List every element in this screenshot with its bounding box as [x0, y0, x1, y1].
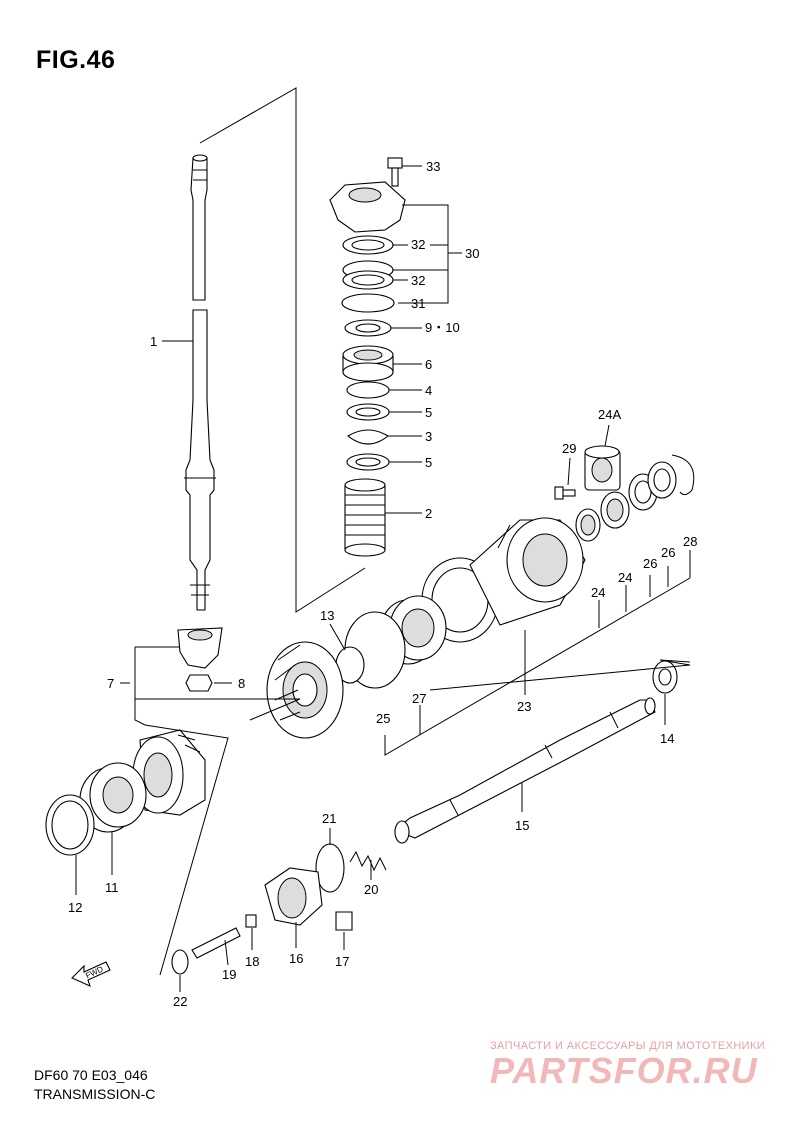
callout-24-left: 24	[591, 585, 605, 600]
reverse-gear	[266, 641, 344, 739]
callout-3: 3	[425, 429, 432, 444]
callout-21: 21	[322, 811, 336, 826]
bolt-29	[554, 486, 576, 500]
callout-4: 4	[425, 383, 432, 398]
callout-labels: 33 32 30 32 31 9・10 6 4 5 3 5 2 1 24A 29…	[68, 159, 697, 1009]
figure-code: DF60 70 E03_046	[34, 1067, 148, 1083]
callout-28: 28	[683, 534, 697, 549]
drive-shaft-part	[184, 154, 216, 611]
pinion-gear	[177, 627, 223, 669]
callout-20: 20	[364, 882, 378, 897]
callout-22: 22	[173, 994, 187, 1009]
pinion-stack-parts	[329, 157, 406, 557]
callout-13: 13	[320, 608, 334, 623]
callout-25: 25	[376, 711, 390, 726]
watermark-tagline: ЗАПЧАСТИ И АКСЕССУАРЫ ДЛЯ МОТОТЕХНИКИ	[490, 1040, 766, 1052]
callout-5-lower: 5	[425, 455, 432, 470]
callout-1: 1	[150, 334, 157, 349]
shaft-group-bracket	[199, 87, 366, 613]
ring-21	[315, 843, 345, 893]
callout-16: 16	[289, 951, 303, 966]
callout-12: 12	[68, 900, 82, 915]
callout-6: 6	[425, 357, 432, 372]
callout-30: 30	[465, 246, 479, 261]
callout-11: 11	[105, 880, 119, 895]
callout-17: 17	[335, 954, 349, 969]
callout-31: 31	[411, 296, 425, 311]
spring-20	[349, 850, 387, 872]
ring-12	[45, 794, 95, 856]
propeller-shaft	[393, 697, 656, 844]
figure-title: FIG.46	[36, 46, 116, 74]
bearing-housing-part	[421, 517, 586, 643]
callout-24a: 24A	[598, 407, 621, 422]
watermark-logo: PARTSFOR.RU	[490, 1050, 758, 1091]
seals-26	[628, 461, 677, 511]
callout-27: 27	[412, 691, 426, 706]
callout-32-lower: 32	[411, 273, 425, 288]
right-group-leader-lines	[384, 424, 691, 756]
leader-19	[224, 939, 229, 966]
callout-26-left: 26	[643, 556, 657, 571]
clutch-dog-16	[264, 867, 323, 926]
callout-19: 19	[222, 967, 236, 982]
washer-14	[652, 660, 678, 694]
needle-bearing-24a	[584, 445, 621, 491]
callout-15: 15	[515, 818, 529, 833]
circlip-28	[671, 454, 695, 496]
callout-33: 33	[426, 159, 440, 174]
forward-gear-bracket	[144, 724, 229, 976]
nut-8	[185, 674, 213, 692]
pin-17	[335, 911, 353, 931]
callout-26-right: 26	[661, 545, 675, 560]
callout-9-10: 9・10	[425, 320, 460, 335]
callout-32-upper: 32	[411, 237, 425, 252]
leader-7	[120, 646, 301, 726]
callout-2: 2	[425, 506, 432, 521]
stack-leader-lines	[162, 165, 462, 514]
bearings-24	[575, 491, 630, 542]
leader-13	[329, 623, 346, 651]
pin-18	[245, 914, 257, 928]
fwd-label: FWD	[84, 964, 105, 980]
push-rod-19	[191, 927, 241, 959]
callout-18: 18	[245, 954, 259, 969]
callout-24-right: 24	[618, 570, 632, 585]
ring-22	[171, 949, 189, 975]
forward-direction-arrow: FWD	[71, 961, 111, 988]
callout-23: 23	[517, 699, 531, 714]
callout-29: 29	[562, 441, 576, 456]
bearing-11	[79, 762, 147, 833]
callout-7: 7	[107, 676, 114, 691]
callout-5-upper: 5	[425, 405, 432, 420]
section-name: TRANSMISSION-C	[34, 1086, 156, 1102]
callout-8: 8	[238, 676, 245, 691]
callout-14: 14	[660, 731, 674, 746]
shaft-bracket	[429, 659, 691, 691]
